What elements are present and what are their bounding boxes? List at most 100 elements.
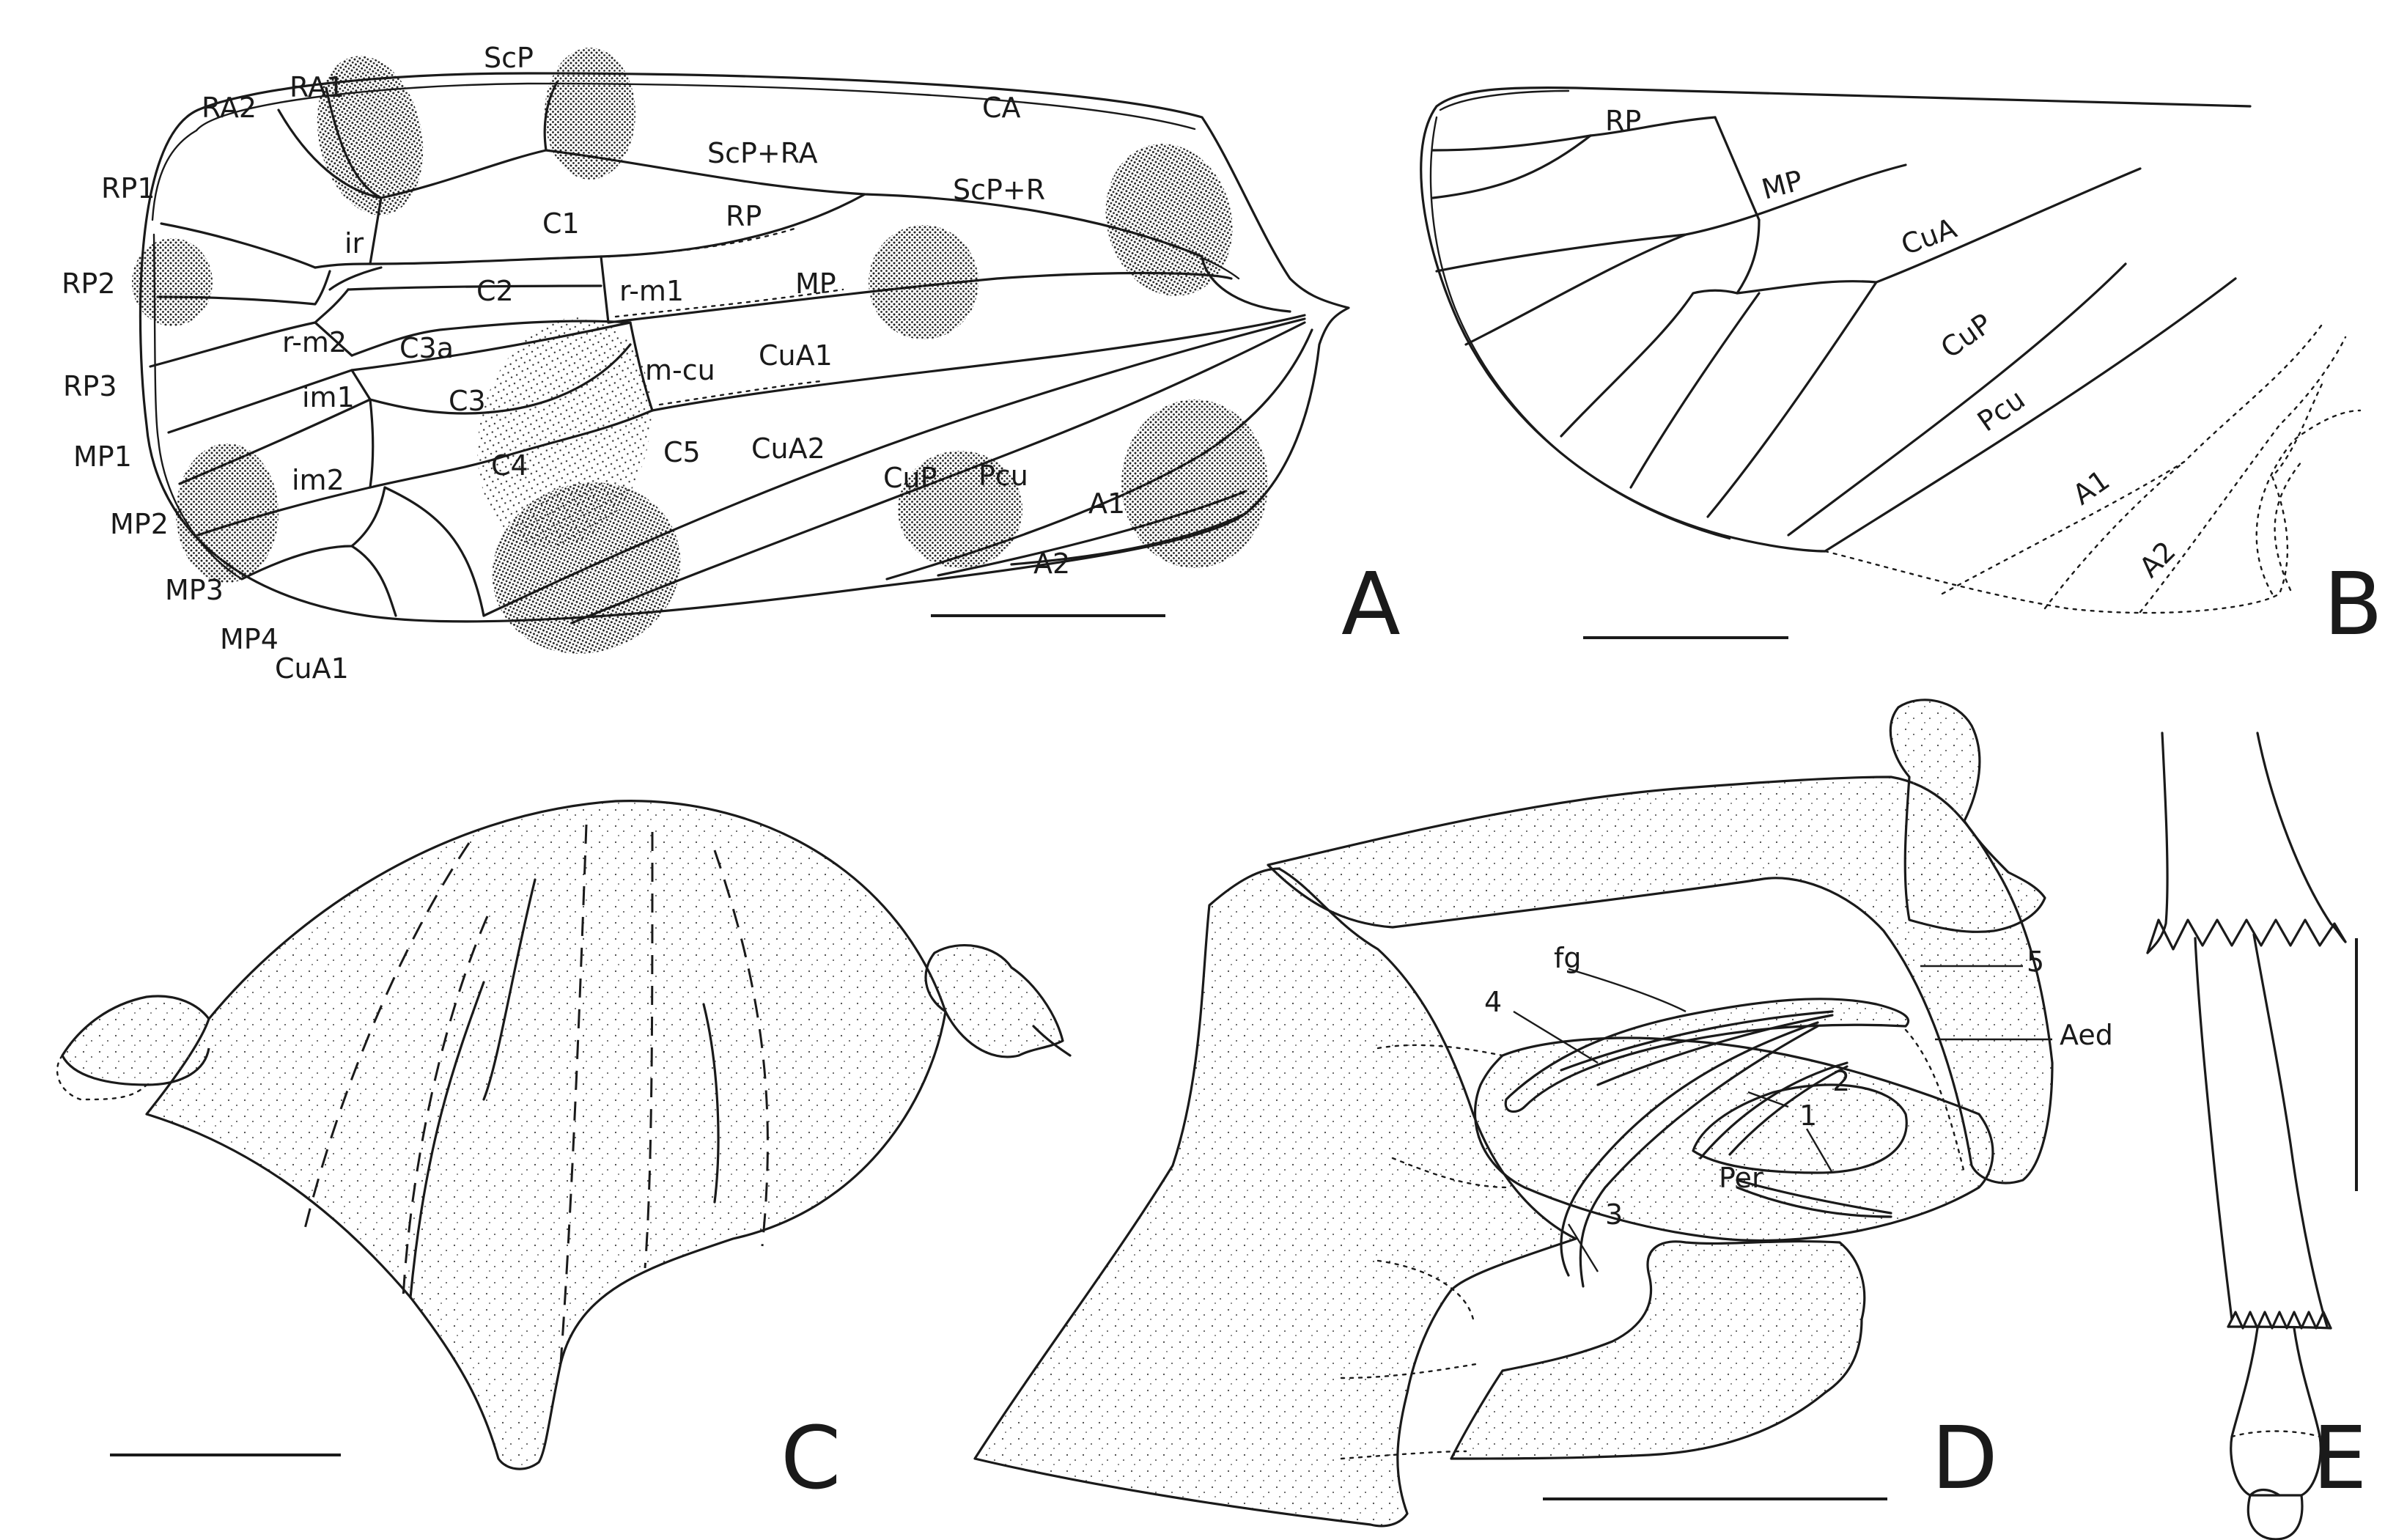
label-scp-r: ScP+R [953,174,1045,206]
label-c3: C3 [449,385,486,417]
label-scp-ra: ScP+RA [707,137,818,169]
vein-mp1 [167,369,353,434]
structure-e-stem-right [2252,933,2329,1328]
hw-label-a2: A2 [2133,535,2182,584]
vein-ir [369,196,383,265]
vein-ra2 [277,108,383,199]
label-mp4: MP4 [220,623,279,655]
vein-rp1 [160,222,317,269]
gen-label-5: 5 [2027,946,2044,978]
hw-label-rp: RP [1605,105,1641,137]
vein-mp3 [196,486,372,537]
structure-e-teeth [2146,918,2347,954]
vein-c3-top [350,321,632,372]
label-a2: A2 [1033,548,1070,580]
hindwing-labels: RP MP CuA CuP Pcu A1 A2 [1605,105,2182,583]
structure-e-comb [2227,1311,2332,1330]
label-c5: C5 [663,436,701,468]
label-cua1-margin: CuA1 [275,652,349,685]
vein-rp3 [149,288,350,368]
forewing-spot-ra [317,56,424,215]
pronotum-right-process [924,944,1064,1058]
structure-e-drawing [2146,732,2347,1540]
label-cua2: CuA2 [751,432,825,465]
pronotum-outline [145,800,947,1470]
genitalia-drawing [973,699,2054,1528]
panel-label-c: C [781,1407,841,1508]
vein-c4-lower [383,486,485,617]
pronotum-carina-2 [409,981,485,1299]
genitalia-style [1450,1239,1866,1460]
vein-mcu [629,321,654,412]
pronotum-drawing [56,800,1072,1470]
label-rm2: r-m2 [282,326,347,358]
forewing-spot-scpr [1105,144,1233,296]
hw-label-cua: CuA [1897,212,1961,262]
label-cup: CuP [883,462,937,494]
forewing-spot-mp2 [176,443,279,583]
gen-label-aed: Aed [2060,1019,2113,1051]
vein-a2 [1010,512,1247,566]
hindwing-anal-margin [1824,380,2325,614]
label-c2: C2 [476,275,514,307]
genitalia-anal-tube [1267,775,2054,1185]
pronotum-carina-5 [713,850,769,1247]
genitalia-spine-2 [1699,1061,1848,1160]
hindwing-vein-rp [1431,116,1717,152]
pronotum-carina-4 [702,1003,720,1204]
forewing-spot-mp [869,225,978,339]
genitalia-pygofer [973,867,1577,1528]
hw-label-a1: A1 [2067,464,2115,512]
label-rp1: RP1 [101,172,155,205]
label-mcu: m-cu [645,354,715,386]
forewing-costa-inner [195,82,1196,132]
vein-mp4 [240,486,386,581]
genitalia-spine-3 [1560,1021,1819,1277]
label-c1: C1 [542,207,580,240]
hindwing-vein-a2 [2139,336,2347,614]
label-pcu: Pcu [978,460,1028,492]
label-mp3: MP3 [165,574,224,606]
vein-mp2 [178,398,372,485]
panel-label-b: B [2323,553,2383,655]
hindwing-drawing [1420,86,2362,614]
label-im2: im2 [292,464,344,496]
pronotum-carina-3 [482,878,537,1101]
panel-label-a: A [1341,553,1401,655]
forewing-spot-cup [898,451,1022,568]
label-c4: C4 [491,449,528,482]
label-rp2: RP2 [62,268,116,300]
gen-label-3: 3 [1605,1198,1623,1231]
genitalia-labels: fg 4 5 Aed 2 1 Per 3 [1484,942,2113,1231]
hindwing-vein-cua [1736,167,2142,295]
vein-pcu [885,328,1313,581]
gen-label-per: Per [1719,1162,1763,1194]
vein-cup [570,321,1306,625]
vein-im1 [350,369,372,401]
genitalia-spine-1 [1736,1186,1892,1218]
forewing-spot-scp [545,48,635,180]
label-ra2: RA2 [202,92,257,124]
genitalia-anal-style [1889,699,2046,933]
vein-cua1 [651,314,1306,412]
gen-label-fg: fg [1554,942,1582,974]
gen-label-1: 1 [1799,1099,1817,1132]
label-rm1: r-m1 [619,275,684,307]
structure-e-upper-left [2146,732,2169,954]
hindwing-outline [1420,86,2252,553]
label-rp3: RP3 [63,370,117,402]
label-ir: ir [344,227,364,259]
pronotum-left-process [61,995,210,1086]
vein-c2-lower [328,266,383,291]
vein-rp2 [156,270,331,306]
hw-label-cup: CuP [1935,307,1997,364]
genitalia-aedeagus-loop [1692,1083,1908,1174]
forewing-outline [139,72,1350,623]
vein-rm1 [600,255,610,324]
label-cua1: CuA1 [759,339,833,372]
label-mp1: MP1 [73,441,132,473]
vein-im2 [369,398,375,489]
panel-label-d: D [1931,1407,1998,1508]
gen-label-2: 2 [1832,1065,1850,1097]
label-mp2: MP2 [110,508,169,540]
